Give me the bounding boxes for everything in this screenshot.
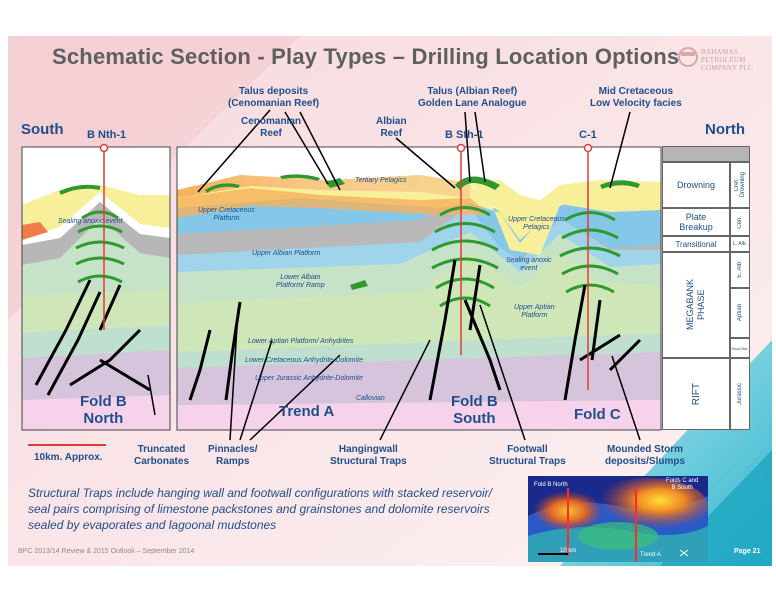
inset-map: Fold B North Folds C and B South 10 km T… <box>528 476 708 562</box>
label-upper-jurassic: Upper Jurassic Anhydrite-Dolomite <box>255 375 363 382</box>
strat-jurassic: Jurassic <box>730 358 750 430</box>
scale-bar-label: 10km. Approx. <box>34 452 103 463</box>
main-section-panel <box>177 147 661 430</box>
label-callovian: Callovian <box>356 395 385 402</box>
strat-e-alb-text: E. Alb <box>737 262 743 278</box>
strat-cen: Cen. <box>730 208 750 236</box>
callout-albian-reef: Albian Reef <box>376 116 407 139</box>
strat-e-alb: E. Alb <box>730 252 750 288</box>
left-panel-frame <box>21 146 171 431</box>
strat-transitional: Transitional <box>662 236 730 252</box>
strat-jurassic-text: Jurassic <box>737 382 743 405</box>
callout-talus-albian: Talus (Albian Reef) Golden Lane Analogue <box>418 86 527 109</box>
label-upper-aptian-platform: Upper Aptian Platform <box>514 304 555 320</box>
strat-aptian: Aptian <box>730 288 750 338</box>
strat-megabank-text: MEGABANK PHASE <box>685 279 706 331</box>
strat-aptian-text: Aptian <box>737 304 743 322</box>
well-marker-icon <box>583 143 593 153</box>
logo-line-3: Company plc <box>701 64 753 73</box>
strat-cret-drowning: Cret. Drowning <box>730 162 750 208</box>
well-marker-icon <box>99 143 109 153</box>
label-tertiary-pelagics: Tertiary Pelagics <box>355 177 407 184</box>
company-logo-icon <box>678 47 698 67</box>
inset-map-image <box>528 476 708 562</box>
summary-text: Structural Traps include hanging wall an… <box>28 486 493 532</box>
callout-pinnacles: Pinnacles/ Ramps <box>208 444 258 467</box>
page-number: Page 21 <box>734 548 761 555</box>
direction-north: North <box>705 121 745 138</box>
label-fold-b-south: Fold B South <box>451 393 498 428</box>
inset-label-scale: 10 km <box>560 548 577 554</box>
callout-talus-deposits: Talus deposits (Cenomanian Reef) <box>228 86 320 109</box>
strat-l-alb: L. Alb. <box>730 236 750 252</box>
strat-rift-text: RIFT <box>690 382 702 406</box>
callout-hangingwall: Hangingwall Structural Traps <box>330 444 407 467</box>
inset-label-fold-b-north: Fold B North <box>534 482 568 488</box>
label-trend-a: Trend A <box>279 403 335 420</box>
label-upper-albian-platform: Upper Albian Platform <box>252 250 321 257</box>
callout-leader-lines <box>147 109 641 441</box>
slide-title: Schematic Section - Play Types – Drillin… <box>52 44 680 69</box>
strat-rift: RIFT <box>662 358 730 430</box>
label-lower-albian-platform: Lower Albian Platform/ Ramp <box>276 274 325 290</box>
inset-label-trend-a: Trend A <box>640 552 661 558</box>
label-sealing-anoxic-right: Sealing anoxic event <box>506 257 552 273</box>
callout-mounded: Mounded Storm deposits/Slumps <box>605 444 686 467</box>
main-panel-frame <box>176 146 662 431</box>
callout-mid-cretaceous: Mid Cretaceous Low Velocity facies <box>590 86 682 109</box>
label-lower-cretaceous-anhydrite: Lower Cretaceous Anhydrite-Dolomite <box>245 357 364 364</box>
well-label: C-1 <box>579 129 597 141</box>
direction-south: South <box>21 121 64 138</box>
label-upper-cretaceous-platform: Upper Cretaceous Platform <box>198 207 255 223</box>
well-lines <box>99 143 593 390</box>
well-label: B Sth-1 <box>445 129 484 141</box>
strat-megabank: MEGABANK PHASE <box>662 252 730 358</box>
label-upper-cretaceous-pelagics: Upper Cretaceous Pelagics <box>508 216 565 232</box>
footer-text: BPC 2013/14 Review & 2015 Outlook – Sept… <box>18 548 195 555</box>
strat-header <box>662 146 750 162</box>
logo-line-2: Petroleum <box>701 56 746 65</box>
strat-haut-bar: Haut-Bar. <box>730 338 750 358</box>
logo-line-1: Bahamas <box>701 48 739 56</box>
north-arrow-icon <box>679 549 689 557</box>
strat-plate-breakup: Plate Breakup <box>662 208 730 236</box>
stratigraphy-column: Drowning Cret. Drowning Plate Breakup Ce… <box>662 146 750 430</box>
callout-footwall: Footwall Structural Traps <box>489 444 566 467</box>
company-logo-text: Bahamas Petroleum Company plc <box>701 48 753 72</box>
strat-cret-drowning-text: Cret. Drowning <box>734 172 746 198</box>
left-section-panel <box>22 147 170 430</box>
label-fold-b-north: Fold B North <box>80 393 127 428</box>
well-marker-icon <box>456 143 466 153</box>
strat-drowning: Drowning <box>662 162 730 208</box>
strat-cen-text: Cen. <box>737 215 743 229</box>
label-fold-c: Fold C <box>574 406 621 423</box>
well-label: B Nth-1 <box>87 129 127 141</box>
label-sealing-anoxic-left: Sealing anoxic event <box>58 218 123 225</box>
inset-label-folds-c-bsouth: Folds C and B South <box>666 478 699 491</box>
callout-cenomanian-reef: Cenomanian Reef <box>241 116 302 139</box>
callout-truncated-carbonates: Truncated Carbonates <box>134 444 190 467</box>
label-lower-aptian: Lower Aptian Platform/ Anhydrites <box>248 338 354 345</box>
